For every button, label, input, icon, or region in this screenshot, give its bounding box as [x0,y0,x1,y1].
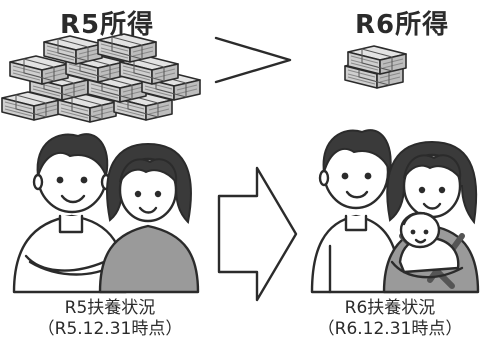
left-caption-title: R5扶養状況 [64,298,156,318]
right-caption-date: （R6.12.31時点） [317,319,463,339]
right-heading: R6所得 [355,10,450,40]
left-heading: R5所得 [60,10,155,40]
family-with-baby-icon [310,129,480,294]
woman-figure-left [98,142,200,294]
man-figure-right [310,129,402,294]
greater-than-sign [214,36,292,84]
left-caption: R5扶養状況 （R5.12.31時点） [20,298,200,340]
couple-icon [12,133,200,294]
money-stack-icon [344,45,407,89]
right-caption-title: R6扶養状況 [344,298,436,318]
baby-figure [390,211,464,279]
money-pile-icon [1,33,201,123]
man-figure-left [12,133,128,294]
right-caption: R6扶養状況 （R6.12.31時点） [298,298,482,340]
right-arrow-icon [217,166,298,302]
left-caption-date: （R5.12.31時点） [37,319,183,339]
